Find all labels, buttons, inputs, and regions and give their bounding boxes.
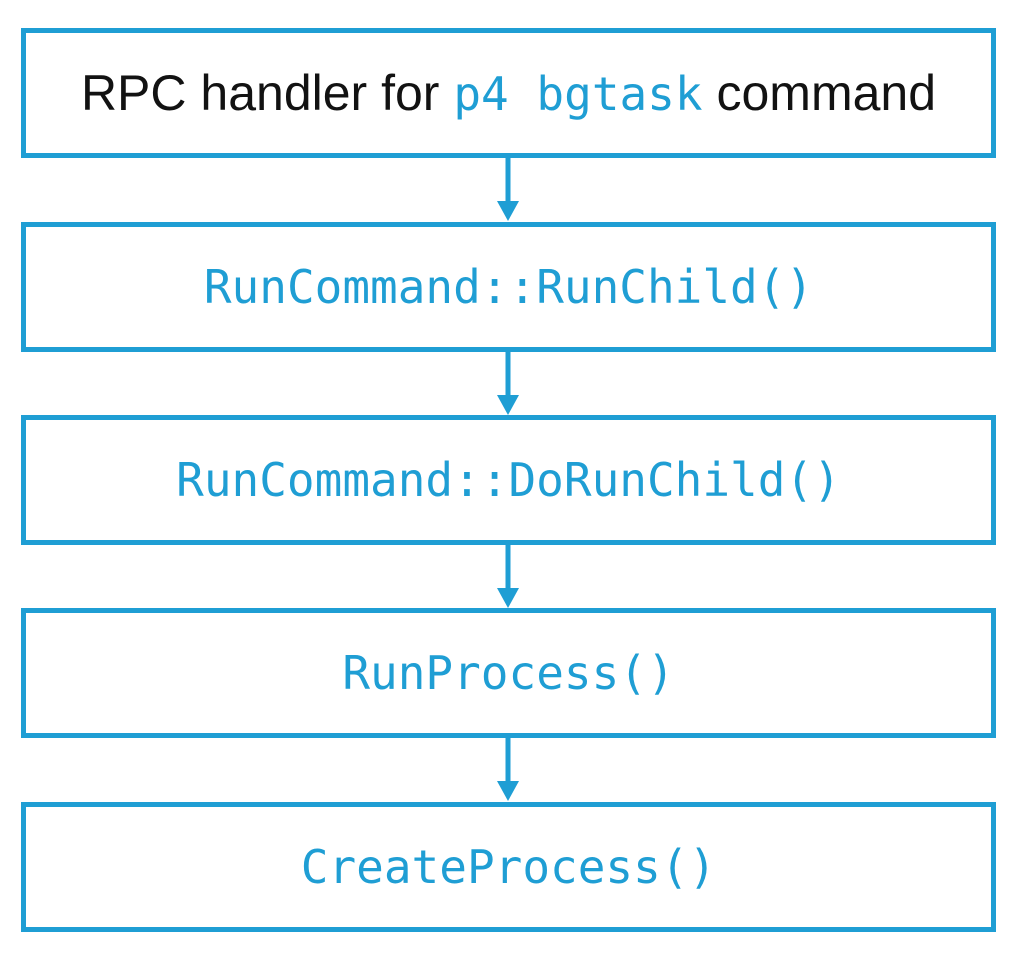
- flow-node-label: RPC handler for p4 bgtask command: [81, 68, 936, 118]
- arrow-down-icon: [497, 544, 519, 608]
- flow-node-label: RunCommand::RunChild(): [203, 260, 814, 314]
- flow-node-rpc-handler[interactable]: RPC handler for p4 bgtask command: [21, 28, 996, 158]
- flow-node-run-process[interactable]: RunProcess(): [21, 608, 996, 738]
- flow-node-label: CreateProcess(): [300, 840, 717, 894]
- flow-node-do-run-child[interactable]: RunCommand::DoRunChild(): [21, 415, 996, 545]
- arrow-down-icon: [497, 737, 519, 801]
- flow-node-label: RunCommand::DoRunChild(): [176, 453, 841, 507]
- flow-arrow-rpc-handler-to-run-child: [496, 157, 520, 222]
- flow-arrow-do-run-child-to-run-process: [496, 544, 520, 609]
- flow-node-create-process[interactable]: CreateProcess(): [21, 802, 996, 932]
- label-code-text: p4 bgtask: [453, 67, 703, 121]
- label-suffix-text: command: [702, 65, 937, 121]
- flow-arrow-run-child-to-do-run-child: [496, 351, 520, 416]
- flow-node-label: RunProcess(): [342, 646, 675, 700]
- arrow-down-icon: [497, 351, 519, 415]
- arrow-down-icon: [497, 157, 519, 221]
- flow-node-run-child[interactable]: RunCommand::RunChild(): [21, 222, 996, 352]
- flow-arrow-run-process-to-create-process: [496, 737, 520, 802]
- label-prefix-text: RPC handler for: [80, 65, 454, 121]
